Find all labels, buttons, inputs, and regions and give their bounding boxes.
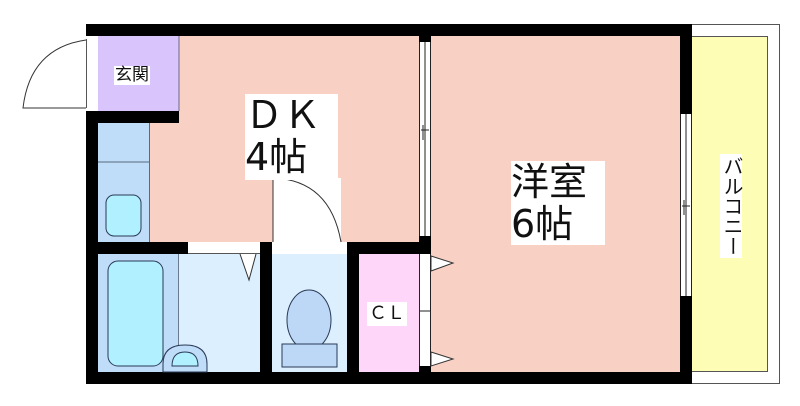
wet-area-wall-mid xyxy=(260,242,272,384)
yoshitsu-label: 洋室 6帖 xyxy=(511,161,605,245)
toilet-tank-icon xyxy=(281,343,338,368)
outer-wall-bottom xyxy=(86,372,692,384)
yoshitsu-label-line1: 洋室 xyxy=(511,160,588,204)
washroom-door-opening[interactable] xyxy=(188,242,260,254)
balcony-label: バルコニー xyxy=(720,154,744,258)
toilet-closet-wall xyxy=(347,242,359,384)
washer-marker-icon xyxy=(239,253,257,282)
outer-wall-right-lower xyxy=(680,296,692,384)
center-wall-top xyxy=(419,36,431,42)
kitchen-sink-icon xyxy=(105,194,142,237)
dk-label-line1: ＤＫ xyxy=(245,93,322,137)
toilet-door-opening[interactable] xyxy=(272,242,343,254)
closet-top-wall xyxy=(347,242,431,254)
closet-door-opening[interactable] xyxy=(419,254,431,366)
dk-label-line2: 4帖 xyxy=(245,135,308,179)
genkan-wall xyxy=(86,111,179,123)
bathtub-icon xyxy=(107,260,164,367)
outer-wall-top xyxy=(86,24,692,36)
outer-wall-right-upper xyxy=(680,24,692,114)
genkan-label: 玄関 xyxy=(114,65,150,85)
entrance-door-swing-icon xyxy=(22,39,87,109)
wet-area-wall-left xyxy=(86,242,188,254)
yoshitsu-label-line2: 6帖 xyxy=(511,202,574,246)
closet-label: ＣＬ xyxy=(367,302,407,326)
center-wall-bottom xyxy=(419,366,431,372)
center-wall-mid xyxy=(419,236,431,254)
toilet-bowl-icon xyxy=(286,289,332,351)
entrance-door-opening[interactable] xyxy=(86,39,98,108)
dk-label: ＤＫ 4帖 xyxy=(245,94,338,180)
closet-door-marker-icon xyxy=(430,351,455,367)
closet-door-marker-icon xyxy=(430,255,455,272)
